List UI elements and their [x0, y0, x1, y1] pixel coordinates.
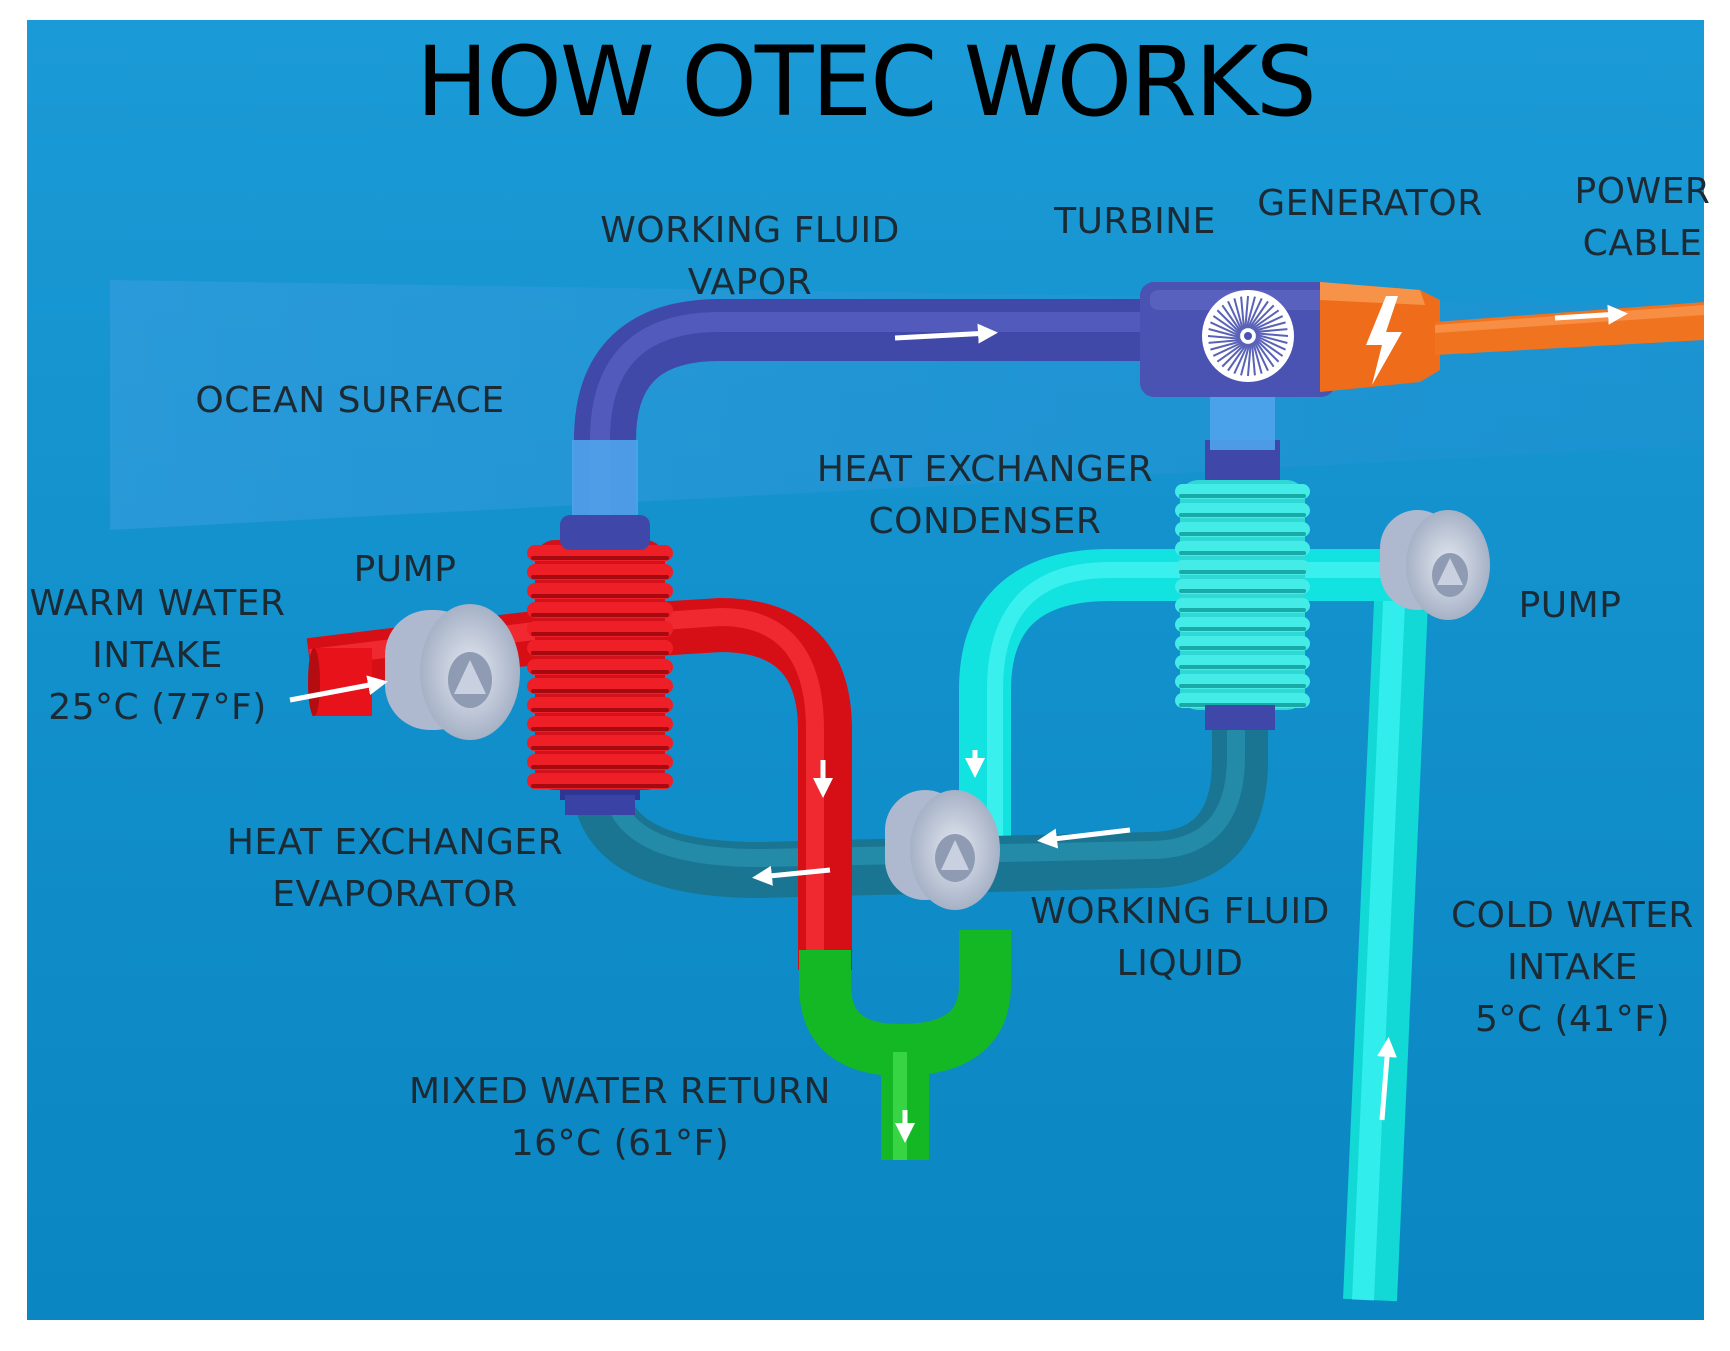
lightning-bolt-icon [1366, 296, 1402, 385]
flow-arrows [289, 304, 1628, 1143]
page-title: HOW OTEC WORKS [416, 26, 1317, 138]
pump-working-fluid [885, 790, 1000, 910]
label-cold-water-intake: COLD WATER INTAKE 5°C (41°F) [1451, 895, 1694, 1040]
label-turbine: TURBINE [1054, 201, 1216, 242]
warm-water-inlet [308, 648, 372, 716]
working-fluid-vapor-pipe [560, 299, 1275, 550]
label-heat-exchanger-condenser: HEAT EXCHANGER CONDENSER [816, 449, 1154, 542]
evaporator-coil [527, 540, 673, 815]
condenser-coil [1175, 440, 1310, 730]
pump-cold-water [1380, 510, 1490, 620]
turbine-housing [1140, 282, 1335, 397]
label-heat-exchanger-evaporator: HEAT EXCHANGER EVAPORATOR [226, 822, 564, 915]
label-generator: GENERATOR [1257, 183, 1483, 224]
label-mixed-water-return: MIXED WATER RETURN 16°C (61°F) [409, 1071, 831, 1164]
warm-water-pipe [306, 597, 852, 970]
label-power-cable: POWER CABLE [1574, 171, 1711, 264]
pump-warm-water [385, 604, 520, 740]
label-working-fluid-vapor: WORKING FLUID VAPOR [600, 210, 900, 303]
cold-water-pipe [959, 549, 1429, 1302]
label-pump-left: PUMP [353, 549, 457, 590]
label-warm-water-intake: WARM WATER INTAKE 25°C (77°F) [29, 583, 286, 728]
label-working-fluid-liquid: WORKING FLUID LIQUID [1030, 891, 1330, 984]
label-ocean-surface: OCEAN SURFACE [195, 380, 505, 421]
label-pump-right: PUMP [1518, 585, 1622, 626]
